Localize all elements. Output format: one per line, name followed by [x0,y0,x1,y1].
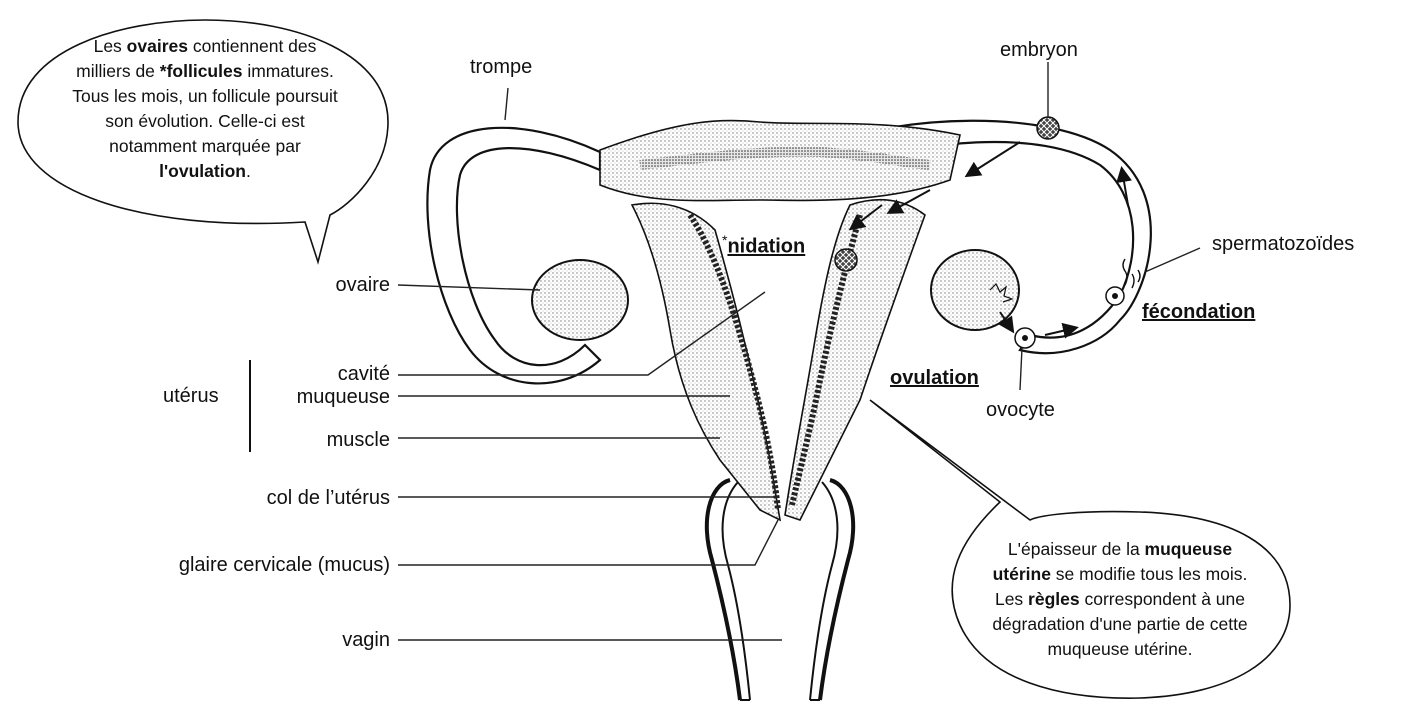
embryo-tube [1037,117,1059,139]
label-uterus: utérus [163,384,219,408]
bubble-left-line4: son évolution. Celle-ci est [40,109,370,134]
ovocyte-cell [1015,328,1035,348]
bubble-left-line5: notamment marquée par [40,134,370,159]
label-embryon: embryon [1000,38,1078,62]
uterus-fundus [600,120,960,200]
label-muscle: muscle [290,428,390,452]
bubble-right-line3: Les règles correspondent à une [955,587,1285,612]
label-col: col de l’utérus [180,486,390,510]
label-cavite: cavité [290,362,390,386]
label-glaire: glaire cervicale (mucus) [100,553,390,577]
bubble-right-line4: dégradation d'une partie de cette [955,612,1285,637]
uterine-wall-right [785,200,925,520]
nidation-term: nidation [727,236,805,258]
label-vagin: vagin [290,628,390,652]
label-trompe: trompe [470,55,532,79]
bubble-left-line2: milliers de *follicules immatures. [40,59,370,84]
label-ovaire: ovaire [290,273,390,297]
label-ovocyte: ovocyte [986,398,1055,422]
bubble-left-line3: Tous les mois, un follicule poursuit [40,84,370,109]
fertilized-egg [1106,287,1124,305]
label-nidation: *nidation [722,228,805,259]
ovary-right [931,250,1019,330]
bubble-left-line1: Les ovaires contiennent des [40,34,370,59]
vagina-walls [707,480,853,700]
label-ovulation: ovulation [890,366,979,390]
bubble-right-line2: utérine se modifie tous les mois. [955,562,1285,587]
label-fecondation: fécondation [1142,300,1255,324]
bubble-left-text: Les ovaires contiennent des milliers de … [40,34,370,184]
ovary-left [532,260,628,340]
bubble-left-line6: l'ovulation. [40,159,370,184]
bubble-right-line5: muqueuse utérine. [955,637,1285,662]
label-muqueuse: muqueuse [240,385,390,409]
bubble-right-line1: L'épaisseur de la muqueuse [955,537,1285,562]
embryo-nidation [835,249,857,271]
bubble-right-text: L'épaisseur de la muqueuse utérine se mo… [955,537,1285,662]
label-spermatozoides: spermatozoïdes [1212,232,1354,256]
